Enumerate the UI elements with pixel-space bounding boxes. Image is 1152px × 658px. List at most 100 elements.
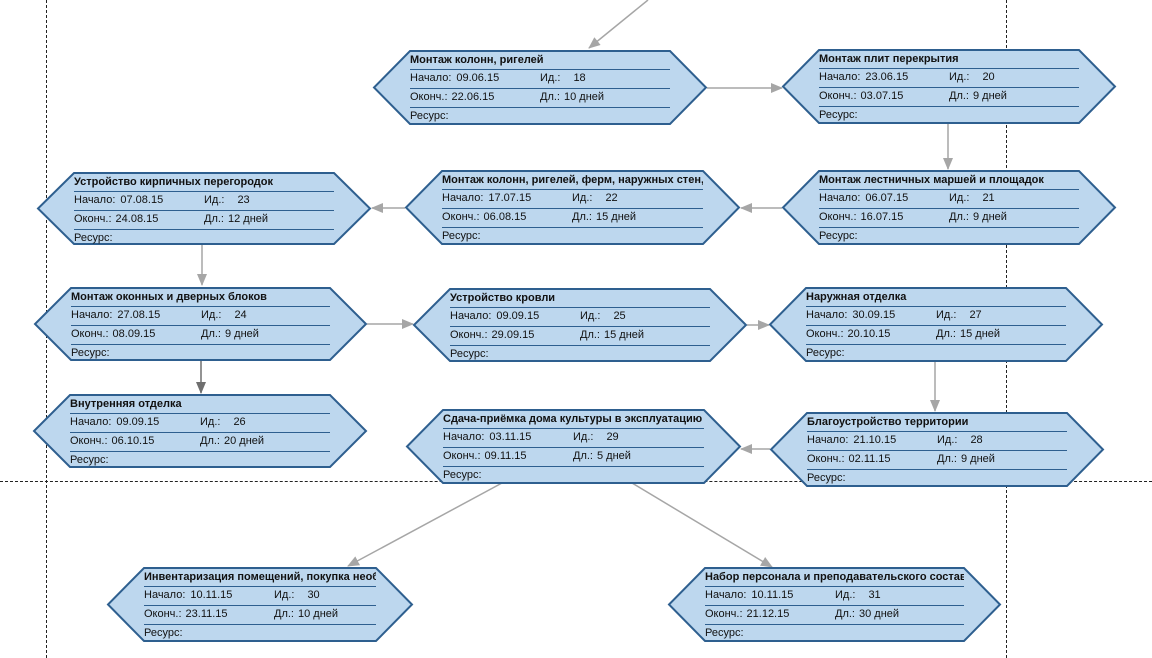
- task-title: Устройство кирпичных перегородок: [74, 176, 273, 188]
- row-separator: [806, 344, 1066, 345]
- duration-cell: Дл.:9 дней: [949, 87, 1007, 106]
- task-title: Инвентаризация помещений, покупка необхо…: [144, 571, 376, 583]
- task-node[interactable]: Инвентаризация помещений, покупка необхо…: [106, 567, 414, 643]
- task-node[interactable]: Монтаж колонн, ригелей, ферм, наружных с…: [404, 170, 741, 246]
- finish-value: 29.09.15: [491, 329, 535, 341]
- task-node-content: Монтаж колонн, ригелей, ферм, наружных с…: [442, 171, 703, 246]
- row-separator: [410, 88, 670, 89]
- row-separator: [70, 451, 330, 452]
- start-label: Начало:: [442, 192, 484, 204]
- id-label: Ид.:: [200, 416, 221, 428]
- task-node[interactable]: Сдача-приёмка дома культуры в эксплуатац…: [405, 409, 742, 485]
- duration-value: 10 дней: [563, 91, 605, 103]
- resource-label: Ресурс:: [410, 110, 449, 122]
- row-separator: [819, 87, 1079, 88]
- duration-cell: Дл.:9 дней: [937, 450, 995, 469]
- task-node[interactable]: Набор персонала и преподавательского сос…: [667, 567, 1002, 643]
- id-cell: Ид.:29: [573, 428, 619, 447]
- duration-label: Дл.:: [572, 211, 592, 223]
- duration-label: Дл.:: [201, 328, 221, 340]
- task-title: Монтаж плит перекрытия: [819, 53, 959, 65]
- duration-label: Дл.:: [274, 608, 294, 620]
- id-value: 30: [307, 589, 320, 601]
- task-resource-row: Ресурс:: [410, 107, 670, 126]
- row-separator: [450, 326, 710, 327]
- row-separator: [450, 307, 710, 308]
- task-title: Устройство кровли: [450, 292, 556, 304]
- task-node-content: Сдача-приёмка дома культуры в эксплуатац…: [443, 410, 704, 485]
- row-separator: [819, 68, 1079, 69]
- start-label: Начало:: [806, 309, 848, 321]
- duration-label: Дл.:: [204, 213, 224, 225]
- duration-value: 15 дней: [595, 211, 637, 223]
- duration-cell: Дл.:10 дней: [274, 605, 338, 624]
- row-separator: [71, 344, 330, 345]
- start-value: 17.07.15: [488, 192, 532, 204]
- resource-label: Ресурс:: [806, 347, 845, 359]
- finish-value: 21.12.15: [746, 608, 790, 620]
- row-separator: [74, 210, 334, 211]
- task-node-shape: [36, 172, 372, 245]
- row-separator: [442, 208, 703, 209]
- id-value: 20: [982, 71, 995, 83]
- duration-value: 9 дней: [972, 90, 1007, 102]
- id-cell: Ид.:28: [937, 431, 983, 450]
- resource-label: Ресурс:: [807, 472, 846, 484]
- resource-label: Ресурс:: [74, 232, 113, 244]
- resource-label: Ресурс:: [71, 347, 110, 359]
- start-value: 21.10.15: [853, 434, 897, 446]
- id-cell: Ид.:24: [201, 306, 247, 325]
- finish-label: Оконч.:: [442, 211, 480, 223]
- id-value: 27: [969, 309, 982, 321]
- task-resource-row: Ресурс:: [74, 229, 334, 248]
- start-label: Начало:: [144, 589, 186, 601]
- duration-value: 30 дней: [858, 608, 900, 620]
- row-separator: [819, 208, 1079, 209]
- duration-value: 15 дней: [603, 329, 645, 341]
- task-resource-row: Ресурс:: [442, 227, 703, 246]
- duration-value: 10 дней: [297, 608, 339, 620]
- finish-label: Оконч.:: [70, 435, 108, 447]
- finish-value: 09.11.15: [484, 450, 527, 462]
- resource-label: Ресурс:: [443, 469, 482, 481]
- duration-value: 15 дней: [959, 328, 1001, 340]
- row-separator: [450, 345, 710, 346]
- resource-label: Ресурс:: [705, 627, 744, 639]
- start-label: Начало:: [71, 309, 113, 321]
- duration-cell: Дл.:12 дней: [204, 210, 268, 229]
- task-title: Монтаж колонн, ригелей, ферм, наружных с…: [442, 174, 703, 186]
- resource-label: Ресурс:: [450, 348, 489, 360]
- duration-cell: Дл.:9 дней: [949, 208, 1007, 227]
- task-node-content: Набор персонала и преподавательского сос…: [705, 568, 964, 643]
- task-resource-row: Ресурс:: [144, 624, 376, 643]
- row-separator: [819, 106, 1079, 107]
- id-value: 18: [573, 72, 586, 84]
- duration-value: 20 дней: [223, 435, 265, 447]
- duration-label: Дл.:: [573, 450, 593, 462]
